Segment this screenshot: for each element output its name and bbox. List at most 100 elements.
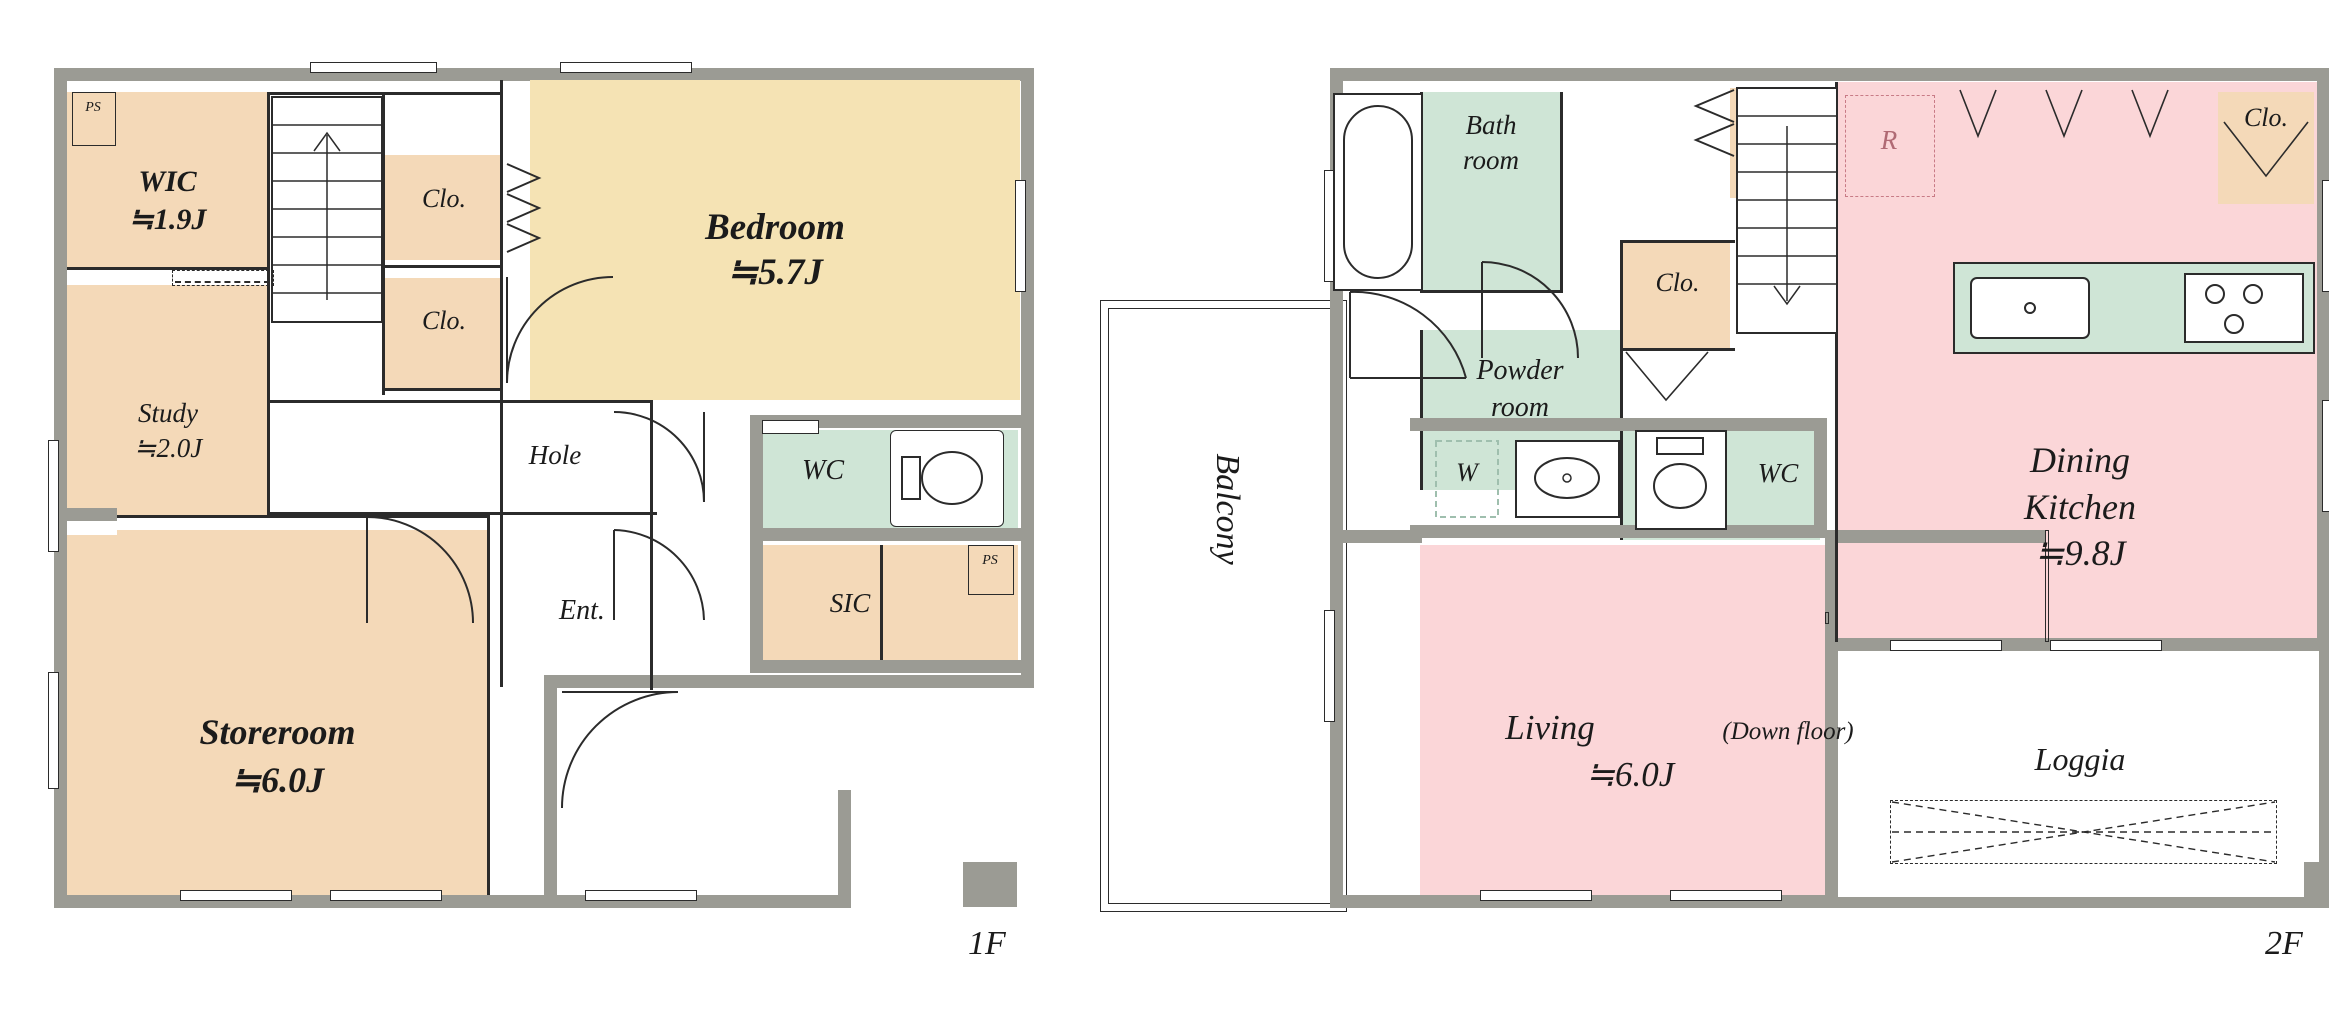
wall-2f-living-topleft [1330,530,1422,543]
wall-2f-living-top-right [1825,530,2045,543]
room-bedroom-fill [530,80,1020,400]
wall-1f-bottom-right [544,675,1034,688]
window-1f-top-a [310,62,437,73]
door-bath-2f [1481,261,1579,359]
door-balcony-2f [1349,290,1467,379]
room-bath-label-line1: Bath [1465,110,1517,140]
wall-2f-bath-right [1560,92,1563,292]
wall-1f-wc-sic-div [750,528,1021,541]
room-dk-label-line1: Dining [2029,440,2130,480]
wall-2f-wc-top [1617,418,1827,431]
closet-right-icon [2223,121,2309,178]
wall-2f-dk-left [1835,82,1838,642]
room-wc-1f-label: WC [802,455,844,486]
room-closet-upper-fill [385,155,500,260]
wall-1f-entry-right [544,675,557,908]
window-1f-porch-window [585,890,697,901]
room-study-label: Study [138,398,198,428]
room-ps2-1f [968,545,1014,595]
room-storeroom-area: ≒6.0J [230,760,325,800]
wall-1f-mid-horizontal [267,400,650,403]
wall-1f-stair-top [267,92,502,95]
loggia-rail-lines [1891,801,2276,863]
room-bath-fill [1420,92,1560,292]
wall-2f-closet-bottom [1620,348,1735,351]
room-loggia-fill [1835,648,2319,897]
room-storeroom-fill [67,530,487,895]
room-study-fill [67,285,267,515]
floor-plan-1f: PS PS [0,0,1060,1021]
window-1f-top-b [560,62,692,73]
room-living-suffix: (Down floor) [1722,718,1854,745]
room-powder-label-line2: room [1490,392,1550,423]
refrigerator-box [1845,95,1935,197]
counter-wc-1f [762,420,819,434]
wall-1f-left-column [267,92,270,515]
window-2f-left-b [1324,610,1335,722]
wall-1f-bottom-left [54,895,544,908]
wall-2f-dk-step [2045,530,2049,642]
window-1f-bottom-b [330,890,442,901]
room-balcony-label: Balcony [1209,453,1247,565]
stair-direction-arrows-1f [506,163,542,253]
loggia-rail-dash [1890,800,2277,864]
washer-label: W [1456,458,1478,487]
refrigerator-label: R [1880,125,1898,155]
window-1f-left-b [48,672,59,789]
closet-door-2f [1625,351,1709,402]
room-ps2-1f-label: PS [982,553,998,568]
wall-2f-w-band [1410,525,1625,538]
wall-1f-closet-left [382,95,385,395]
window-2f-right-b [2322,400,2329,512]
wall-1f-porch-right [838,790,851,908]
wall-1f-store-top [67,515,487,518]
wall-2f-bottom [1617,895,2329,908]
wall-2f-closet-top [1620,240,1735,243]
wall-2f-bath-bottom [1420,290,1563,293]
room-closet-2f-fill [1620,240,1730,350]
room-dk-area: ≒9.8J [2034,533,2126,573]
window-2f-loggia-b [2050,640,2162,651]
wall-1f-closet-bottom [382,388,502,391]
room-ps-1f [72,92,116,146]
room-ent-label: Ent. [559,595,605,626]
wall-1f-wic-study [67,267,267,270]
upper-cabinet-icons [1959,89,2169,139]
window-2f-right-a [2322,180,2329,292]
stairs-1f [271,96,383,323]
room-closet-right-label: Clo. [2243,103,2289,132]
room-closet-upper-label: Clo. [421,184,467,213]
wall-1f-wc-left [650,400,653,690]
room-closet-right-fill [2218,92,2314,204]
room-living-label: Living [1505,708,1595,747]
toilet-2f-icon [1635,430,1727,530]
room-study-area: ≒2.0J [133,433,203,463]
stair-direction-arrows-2f [1693,89,1735,157]
room-ps-1f-label: PS [85,100,101,115]
wall-2f-powder-band [1410,418,1625,431]
window-2f-bottom-b [1670,890,1782,901]
wall-1f-right [1021,68,1034,688]
door-sic-1f [613,529,705,621]
room-wic-area: ≒1.9J [128,203,207,236]
window-1f-left-a [48,440,59,552]
wall-1f-ent-top [267,512,657,515]
room-powder-label-line1: Powder [1476,355,1564,386]
wall-2f-powder-left [1420,330,1423,490]
room-wic-label: WIC [138,165,197,198]
wall-1f-top [54,68,1034,81]
room-closet-2f-label: Clo. [1655,268,1700,297]
room-closet-lower-label: Clo. [421,306,467,335]
room-hole-label: Hole [528,440,582,470]
washer-icon [1435,440,1499,518]
wall-2f-living-right [1825,538,1838,908]
floor-label-2f: 2F [2265,925,2303,962]
room-bedroom-area: ≒5.7J [727,252,823,293]
room-bath-label-line2: room [1462,145,1519,175]
wall-2f-top [1330,68,2329,81]
wall-2f-mid-vert [1620,240,1623,540]
wall-1f-sic-bottom [750,660,1021,673]
wall-2f-step [1825,612,1829,624]
room-sic-label: SIC [829,588,871,618]
